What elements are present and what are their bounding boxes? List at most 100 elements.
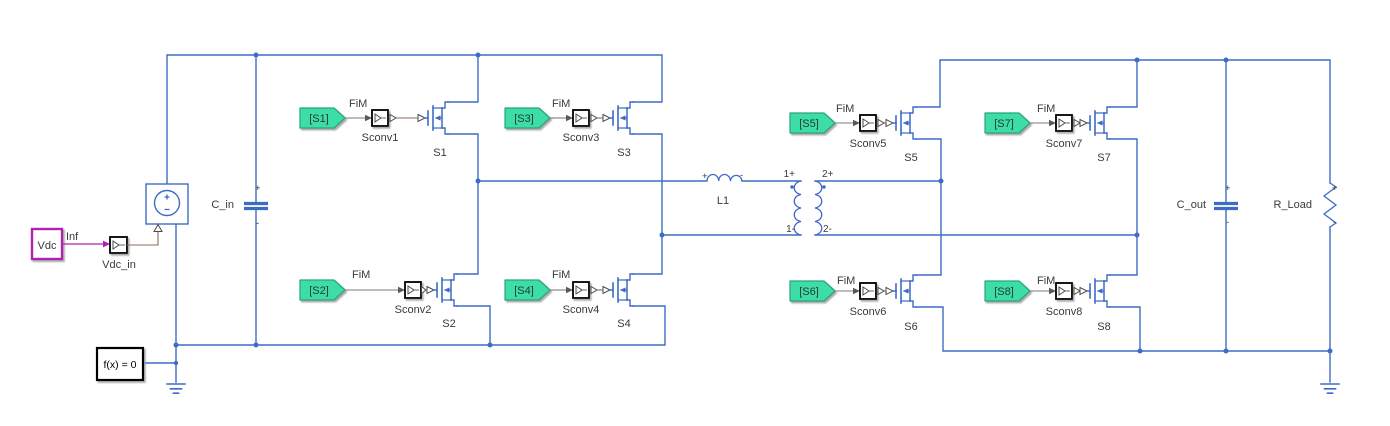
mosfet-s5[interactable]: [885, 106, 917, 140]
secondary-top-rail: [915, 59, 1331, 184]
mosfet-s7[interactable]: [1079, 106, 1111, 140]
switch-cell-s3: [S3] FiM Sconv3 S3: [504, 98, 634, 159]
primary-wires[interactable]: [142, 54, 802, 383]
plus-glyph: [164, 194, 170, 200]
s1-physical-wire[interactable]: [389, 113, 418, 123]
fim-signal-label: FiM: [349, 98, 367, 110]
sconv8-label: Sconv8: [1046, 306, 1083, 318]
from-tag-s7[interactable]: [S7]: [984, 112, 1031, 134]
s8-gate-signal-wire[interactable]: [1030, 287, 1056, 295]
mosfet-s6[interactable]: [885, 274, 917, 308]
controlled-voltage-source-block[interactable]: [145, 183, 189, 232]
secondary-ground[interactable]: [1320, 383, 1340, 395]
solver-configuration-block[interactable]: f(x) = 0: [95, 346, 145, 382]
primary-winding: [793, 180, 802, 236]
sconv8-block[interactable]: [1055, 282, 1073, 300]
s7-drain-wire: [1109, 59, 1138, 108]
from-tag-s1-label: [S1]: [309, 113, 329, 125]
s5-gate-signal-wire[interactable]: [835, 119, 860, 127]
mosfet-s1[interactable]: [417, 101, 449, 135]
secondary-wires[interactable]: [814, 59, 1331, 383]
switch-cell-s4: [S4] FiM Sconv4 S4: [504, 269, 634, 330]
from-tag-s2[interactable]: [S2]: [299, 279, 346, 301]
mosfet-s2-label: S2: [442, 318, 455, 330]
sconv3-label: Sconv3: [563, 132, 600, 144]
solver-label: f(x) = 0: [104, 359, 137, 371]
s2-source-wire: [456, 305, 491, 346]
fim-signal-label: FiM: [552, 269, 570, 281]
sconv2-block[interactable]: [404, 281, 422, 299]
transformer-block[interactable]: [790, 180, 826, 236]
load-resistor-block[interactable]: [1322, 182, 1338, 228]
rload-plus-mark: +: [1332, 183, 1338, 194]
s1-gate-signal-wire[interactable]: [345, 114, 372, 122]
secondary-winding: [814, 180, 823, 236]
vdc-signal-wire[interactable]: [62, 240, 110, 248]
sconv6-block[interactable]: [859, 282, 877, 300]
s1-drain-wire: [447, 54, 479, 103]
fim-signal-label: FiM: [1037, 275, 1055, 287]
s2-physical-wire[interactable]: [421, 285, 428, 295]
primary-polarity-dot: [790, 185, 794, 189]
from-tag-s3-label: [S3]: [514, 113, 534, 125]
s8-source-wire: [1109, 306, 1141, 352]
fim-signal-label: FiM: [837, 275, 855, 287]
primary-bottom-rail: [175, 305, 666, 346]
control-port-triangle: [153, 223, 163, 232]
from-tag-s8[interactable]: [S8]: [984, 280, 1031, 302]
from-tag-s5-label: [S5]: [799, 118, 819, 130]
cout-label: C_out: [1177, 199, 1206, 211]
switch-cell-s1: [S1] FiM Sconv1 S1: [299, 98, 449, 159]
vdc-in-converter-block[interactable]: [109, 236, 128, 254]
switch-cell-s2: [S2] FiM Sconv2 S2: [299, 269, 458, 330]
s6-drain-wire: [915, 180, 942, 276]
vdc-constant-block[interactable]: Vdc: [30, 227, 64, 261]
s6-gate-signal-wire[interactable]: [835, 287, 860, 295]
output-capacitor-block[interactable]: [1214, 201, 1238, 211]
sconv4-block[interactable]: [572, 281, 590, 299]
rload-minus-mark: -: [1333, 217, 1336, 228]
s7-source-wire: [1109, 138, 1138, 236]
s2-gate-signal-wire[interactable]: [345, 286, 405, 294]
vdc-in-label: Vdc_in: [102, 259, 136, 271]
from-tag-s6[interactable]: [S6]: [789, 280, 836, 302]
vdc-in-physical-wire[interactable]: [127, 232, 159, 246]
mosfet-s2[interactable]: [426, 273, 458, 307]
fim-signal-label: FiM: [552, 98, 570, 110]
s7-gate-signal-wire[interactable]: [1030, 119, 1056, 127]
s6-physical-wire[interactable]: [877, 286, 886, 296]
s4-gate-signal-wire[interactable]: [550, 286, 573, 294]
mosfet-s8[interactable]: [1079, 274, 1111, 308]
inductor-block[interactable]: [706, 173, 743, 182]
cin-label: C_in: [211, 199, 234, 211]
l1-label: L1: [717, 195, 729, 207]
sconv5-label: Sconv5: [850, 138, 887, 150]
s3-gate-signal-wire[interactable]: [550, 114, 573, 122]
from-tag-s8-label: [S8]: [994, 286, 1014, 298]
from-tag-s4[interactable]: [S4]: [504, 279, 551, 301]
fim-signal-label: FiM: [1037, 103, 1055, 115]
mosfet-s3-label: S3: [617, 147, 630, 159]
s3-physical-wire[interactable]: [590, 113, 603, 123]
sconv3-block[interactable]: [572, 109, 590, 127]
mosfet-s6-label: S6: [904, 321, 917, 333]
mosfet-s3[interactable]: [602, 101, 634, 135]
s5-physical-wire[interactable]: [877, 118, 886, 128]
l1-plus-mark: +: [702, 171, 708, 182]
sconv5-block[interactable]: [859, 114, 877, 132]
input-capacitor-block[interactable]: [244, 201, 268, 211]
from-tag-s1[interactable]: [S1]: [299, 107, 346, 129]
primary-ground[interactable]: [166, 383, 186, 395]
s7-physical-wire[interactable]: [1073, 118, 1081, 128]
from-tag-s3[interactable]: [S3]: [504, 107, 551, 129]
sconv7-block[interactable]: [1055, 114, 1073, 132]
cout-minus-mark: -: [1226, 217, 1229, 228]
s8-physical-wire[interactable]: [1073, 286, 1081, 296]
s4-physical-wire[interactable]: [590, 285, 603, 295]
s8-drain-wire: [1109, 234, 1138, 276]
sconv1-block[interactable]: [371, 109, 389, 127]
from-tag-s5[interactable]: [S5]: [789, 112, 836, 134]
s3-source-wire: [632, 133, 663, 236]
mosfet-s4[interactable]: [602, 273, 634, 307]
secondary-bottom-rail: [915, 306, 1331, 352]
